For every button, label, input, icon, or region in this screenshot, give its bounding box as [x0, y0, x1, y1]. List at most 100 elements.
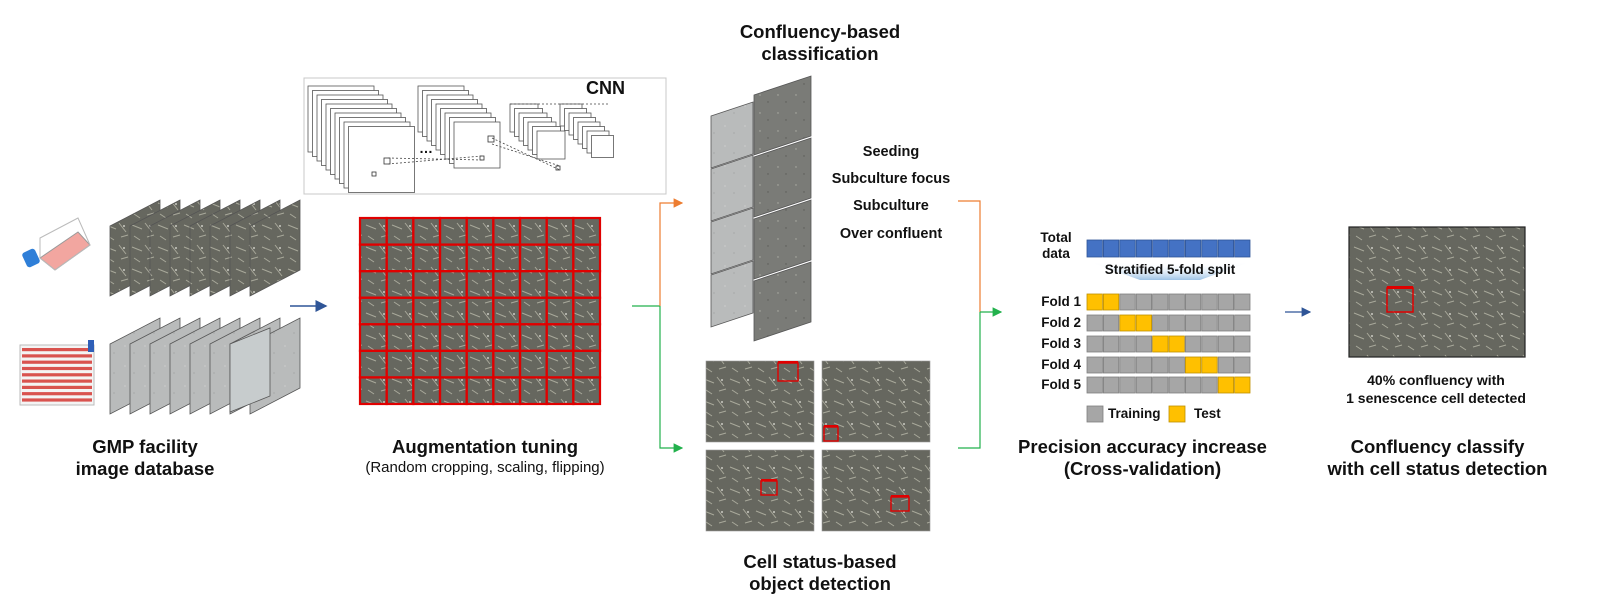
fold-training-cell	[1135, 356, 1152, 374]
factory-layer	[22, 373, 92, 377]
result-title-line1: Confluency classify	[1350, 436, 1525, 457]
augmentation-image	[360, 218, 600, 404]
fold-training-cell	[1135, 376, 1152, 394]
augmentation-title: Augmentation tuning	[392, 436, 578, 457]
cnn-label: CNN	[586, 78, 625, 98]
detection-image	[705, 360, 815, 443]
total-data-cell	[1217, 239, 1234, 258]
total-data-cell	[1201, 239, 1218, 258]
classification-title-line1: Confluency-based	[739, 21, 901, 42]
detection-bbox-label	[761, 479, 777, 482]
class-subculture-focus: Subculture focus	[831, 171, 951, 187]
fold-training-cell	[1103, 376, 1120, 394]
fold-test-cell	[1103, 293, 1120, 311]
detection-image	[821, 449, 931, 532]
cnn-feature-maps	[307, 85, 614, 193]
fold-training-cell	[1201, 293, 1218, 311]
senescence-bbox-label	[1387, 286, 1413, 289]
factory-layer	[22, 379, 92, 383]
fold-training-cell	[1201, 335, 1218, 353]
fold-label-3: Fold 3	[1041, 336, 1081, 351]
image-sheet	[249, 199, 301, 297]
crop-cell	[572, 376, 602, 406]
detection-image	[705, 449, 815, 532]
detection-title-line2: object detection	[749, 573, 891, 594]
fold-test-cell	[1234, 376, 1251, 394]
fold-bars	[1086, 293, 1251, 394]
fold-test-cell	[1119, 314, 1136, 332]
result-title: Confluency classify with cell status det…	[1315, 436, 1560, 480]
crossval-title-line1: Precision accuracy increase	[1018, 436, 1267, 457]
fold-training-cell	[1152, 356, 1169, 374]
fold-training-cell	[1135, 335, 1152, 353]
detection-bbox-label	[891, 495, 909, 498]
detection-title: Cell status-based object detection	[700, 551, 940, 595]
total-data-cell	[1152, 239, 1169, 258]
factory-layer	[22, 366, 92, 371]
total-data-cell	[1168, 239, 1185, 258]
fold-training-cell	[1086, 335, 1103, 353]
fold-label-2: Fold 2	[1041, 315, 1081, 330]
class-tile	[753, 199, 812, 280]
fold-label-1: Fold 1	[1041, 294, 1081, 309]
image-sheet	[229, 327, 271, 413]
kernel-box	[383, 157, 391, 165]
fold-training-cell	[1135, 293, 1152, 311]
cnn-connection-lines	[387, 103, 610, 171]
fold-training-cell	[1168, 356, 1185, 374]
result-caption-line1: 40% confluency with	[1367, 372, 1505, 388]
database-title-line1: GMP facility	[92, 436, 198, 457]
fold-training-cell	[1152, 293, 1169, 311]
detection-bbox-label	[824, 425, 838, 428]
fold-training-cell	[1086, 376, 1103, 394]
factory-layer	[22, 354, 92, 358]
fold-training-cell	[1217, 335, 1234, 353]
feature-map	[591, 135, 614, 158]
branch-arrows	[632, 198, 684, 453]
kernel-box	[479, 155, 485, 161]
database-title: GMP facility image database	[40, 436, 250, 480]
fold-training-cell	[1217, 356, 1234, 374]
merge-arrows	[958, 200, 1003, 449]
class-tile	[710, 260, 754, 328]
fold-training-cell	[1185, 335, 1202, 353]
class-tile	[753, 75, 812, 156]
fold-training-cell	[1103, 314, 1120, 332]
fold-label-5: Fold 5	[1041, 377, 1081, 392]
fold-test-cell	[1201, 356, 1218, 374]
fold-test-cell	[1217, 376, 1234, 394]
feature-map	[453, 121, 501, 169]
class-tile	[753, 261, 812, 342]
fold-training-cell	[1103, 356, 1120, 374]
result-caption-line2: 1 senescence cell detected	[1346, 390, 1526, 406]
total-data-bar	[1086, 239, 1251, 258]
fold-training-cell	[1168, 376, 1185, 394]
total-data-label: Total data	[1030, 230, 1082, 262]
fold-training-cell	[1234, 293, 1251, 311]
fold-training-cell	[1201, 314, 1218, 332]
total-data-cell	[1086, 239, 1103, 258]
augmentation-subtitle: (Random cropping, scaling, flipping)	[365, 459, 605, 476]
cell-image-stack-top	[109, 199, 301, 297]
fold-training-cell	[1119, 376, 1136, 394]
fold-training-cell	[1217, 293, 1234, 311]
total-label-line2: data	[1042, 246, 1070, 261]
result-title-line2: with cell status detection	[1327, 458, 1548, 479]
flask-icon	[22, 217, 91, 271]
factory-layer	[22, 385, 92, 389]
fold-training-cell	[1234, 356, 1251, 374]
total-data-cell	[1103, 239, 1120, 258]
kernel-box	[371, 171, 377, 177]
crossval-title: Precision accuracy increase (Cross-valid…	[1005, 436, 1280, 480]
fold-test-cell	[1135, 314, 1152, 332]
feature-map	[348, 126, 415, 193]
phase-image-stack-bottom	[109, 317, 301, 415]
augmentation-crop-grid	[358, 216, 602, 406]
fold-training-cell	[1201, 376, 1218, 394]
class-tile	[753, 137, 812, 218]
fold-training-cell	[1185, 293, 1202, 311]
fold-test-cell	[1185, 356, 1202, 374]
fold-training-cell	[1234, 314, 1251, 332]
